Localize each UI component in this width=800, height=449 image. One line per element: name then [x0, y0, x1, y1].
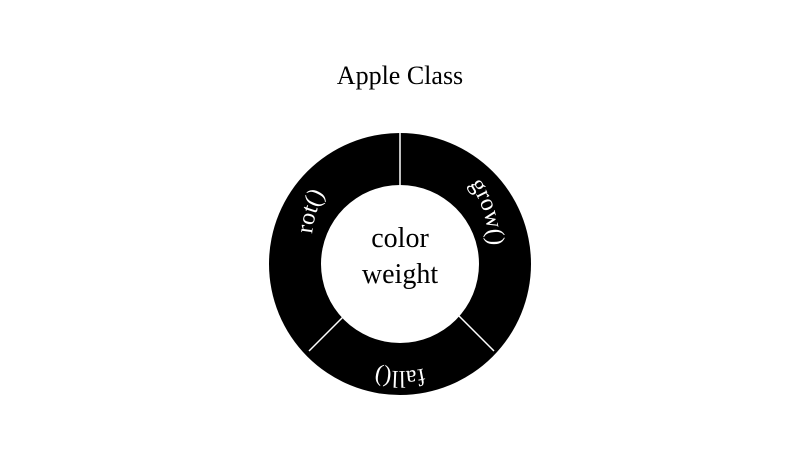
diagram-title: Apple Class: [336, 61, 464, 90]
divider-left: [308, 312, 348, 352]
ring-inner: [321, 185, 479, 343]
attribute-color: color: [371, 223, 429, 254]
divider-right: [455, 312, 495, 352]
attribute-weight: weight: [362, 259, 438, 290]
method-label-fall: fall(): [372, 362, 427, 391]
method-label-fall-text: fall(): [372, 362, 427, 391]
